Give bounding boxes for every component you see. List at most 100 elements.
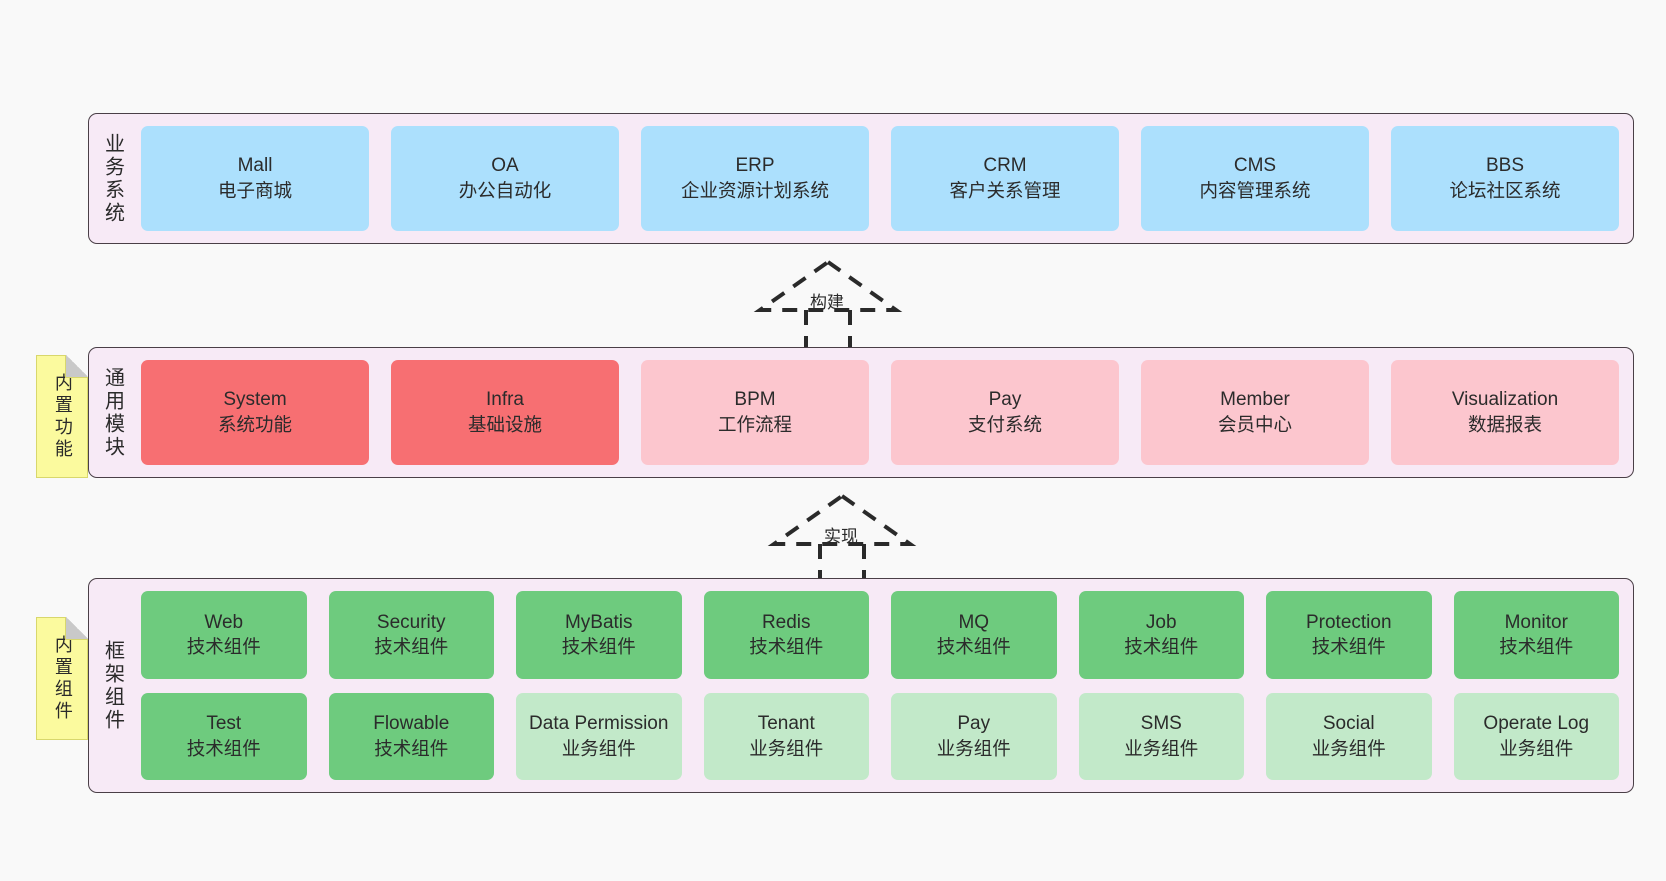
card-sub: 业务组件 [936,737,1011,759]
module-card-system[interactable]: System 系统功能 [141,360,369,465]
card-sub: 业务组件 [749,737,824,759]
card-name: Flowable [373,713,450,735]
framework-card-mybatis[interactable]: MyBatis 技术组件 [516,591,682,679]
card-name: Social [1322,713,1375,735]
layer-framework-title: 框架组件 [101,639,124,732]
card-sub: 技术组件 [1124,636,1199,658]
card-sub: 技术组件 [374,636,449,658]
business-card-row: Mall 电子商城 OA 办公自动化 ERP 企业资源计划系统 CRM 客户关系… [141,126,1619,231]
framework-card-web[interactable]: Web 技术组件 [141,591,307,679]
generalization-arrow-icon [753,259,903,350]
module-card-member[interactable]: Member 会员中心 [1141,360,1369,465]
card-name: Web [204,611,244,633]
framework-card-job[interactable]: Job 技术组件 [1078,591,1244,679]
card-sub: 客户关系管理 [949,179,1061,201]
card-sub: 办公自动化 [458,179,552,201]
framework-card-operate-log[interactable]: Operate Log 业务组件 [1453,692,1619,780]
card-sub: 业务组件 [1311,737,1386,759]
card-name: Pay [988,389,1022,411]
business-card-bbs[interactable]: BBS 论坛社区系统 [1391,126,1619,231]
card-name: Redis [761,611,811,633]
framework-mixed-row: Test 技术组件 Flowable 技术组件 Data Permission … [141,692,1619,780]
layer-modules-title: 通用模块 [101,366,124,459]
card-sub: 会员中心 [1217,413,1292,435]
framework-card-social[interactable]: Social 业务组件 [1266,692,1432,780]
module-card-infra[interactable]: Infra 基础设施 [391,360,619,465]
card-sub: 内容管理系统 [1199,179,1311,201]
framework-card-data-permission[interactable]: Data Permission 业务组件 [516,692,682,780]
note-text: 内置组件 [52,634,73,723]
card-sub: 技术组件 [936,636,1011,658]
card-name: Test [206,713,242,735]
card-name: MQ [958,611,990,633]
card-name: Job [1145,611,1177,633]
card-sub: 论坛社区系统 [1449,179,1561,201]
layer-business-title: 业务系统 [101,132,124,225]
connector-implement: 实现 [767,492,917,584]
card-sub: 技术组件 [186,636,261,658]
card-name: Protection [1305,611,1392,633]
card-name: OA [491,155,519,177]
card-sub: 电子商城 [217,179,292,201]
framework-card-mq[interactable]: MQ 技术组件 [891,591,1057,679]
card-name: ERP [735,155,775,177]
card-name: BBS [1485,155,1525,177]
business-card-oa[interactable]: OA 办公自动化 [391,126,619,231]
note-builtin-components: 内置组件 [36,617,88,740]
card-sub: 业务组件 [1124,737,1199,759]
module-card-bpm[interactable]: BPM 工作流程 [641,360,869,465]
card-name: Infra [485,389,525,411]
card-name: Monitor [1504,611,1568,633]
card-name: Operate Log [1483,713,1590,735]
layer-business-body: Mall 电子商城 OA 办公自动化 ERP 企业资源计划系统 CRM 客户关系… [135,114,1633,243]
framework-card-test[interactable]: Test 技术组件 [141,692,307,780]
framework-card-redis[interactable]: Redis 技术组件 [703,591,869,679]
business-card-crm[interactable]: CRM 客户关系管理 [891,126,1119,231]
card-sub: 工作流程 [717,413,792,435]
card-sub: 系统功能 [217,413,292,435]
card-sub: 技术组件 [374,737,449,759]
business-card-mall[interactable]: Mall 电子商城 [141,126,369,231]
layer-common-modules: 通用模块 System 系统功能 Infra 基础设施 BPM 工作流程 Pay… [88,347,1634,478]
framework-card-security[interactable]: Security 技术组件 [328,591,494,679]
business-card-cms[interactable]: CMS 内容管理系统 [1141,126,1369,231]
business-card-erp[interactable]: ERP 企业资源计划系统 [641,126,869,231]
card-name: Data Permission [529,713,669,735]
card-name: SMS [1140,713,1182,735]
framework-card-pay[interactable]: Pay 业务组件 [891,692,1057,780]
framework-card-flowable[interactable]: Flowable 技术组件 [328,692,494,780]
connector-implement-label: 实现 [824,527,858,546]
card-sub: 基础设施 [467,413,542,435]
card-sub: 企业资源计划系统 [680,179,829,201]
card-name: Visualization [1451,389,1559,411]
note-builtin-features: 内置功能 [36,355,88,478]
card-name: CRM [983,155,1027,177]
framework-card-sms[interactable]: SMS 业务组件 [1078,692,1244,780]
module-card-visualization[interactable]: Visualization 数据报表 [1391,360,1619,465]
note-text: 内置功能 [52,372,73,461]
connector-build: 构建 [753,258,903,350]
generalization-arrow-icon [767,493,917,584]
card-name: Tenant [757,713,815,735]
framework-card-protection[interactable]: Protection 技术组件 [1266,591,1432,679]
framework-card-monitor[interactable]: Monitor 技术组件 [1453,591,1619,679]
framework-card-tenant[interactable]: Tenant 业务组件 [703,692,869,780]
card-name: Member [1220,389,1290,411]
card-name: CMS [1233,155,1277,177]
card-sub: 技术组件 [749,636,824,658]
card-name: MyBatis [564,611,633,633]
layer-business-system: 业务系统 Mall 电子商城 OA 办公自动化 ERP 企业资源计划系统 CRM… [88,113,1634,244]
layer-modules-body: System 系统功能 Infra 基础设施 BPM 工作流程 Pay 支付系统… [135,348,1633,477]
card-name: Security [376,611,446,633]
card-sub: 数据报表 [1467,413,1542,435]
layer-framework-components: 框架组件 Web 技术组件 Security 技术组件 MyBatis 技术组件… [88,578,1634,793]
card-sub: 业务组件 [561,737,636,759]
module-card-pay[interactable]: Pay 支付系统 [891,360,1119,465]
connector-build-label: 构建 [810,293,844,312]
module-card-row: System 系统功能 Infra 基础设施 BPM 工作流程 Pay 支付系统… [141,360,1619,465]
card-name: System [223,389,287,411]
card-sub: 技术组件 [1311,636,1386,658]
card-sub: 技术组件 [1499,636,1574,658]
card-sub: 技术组件 [561,636,636,658]
